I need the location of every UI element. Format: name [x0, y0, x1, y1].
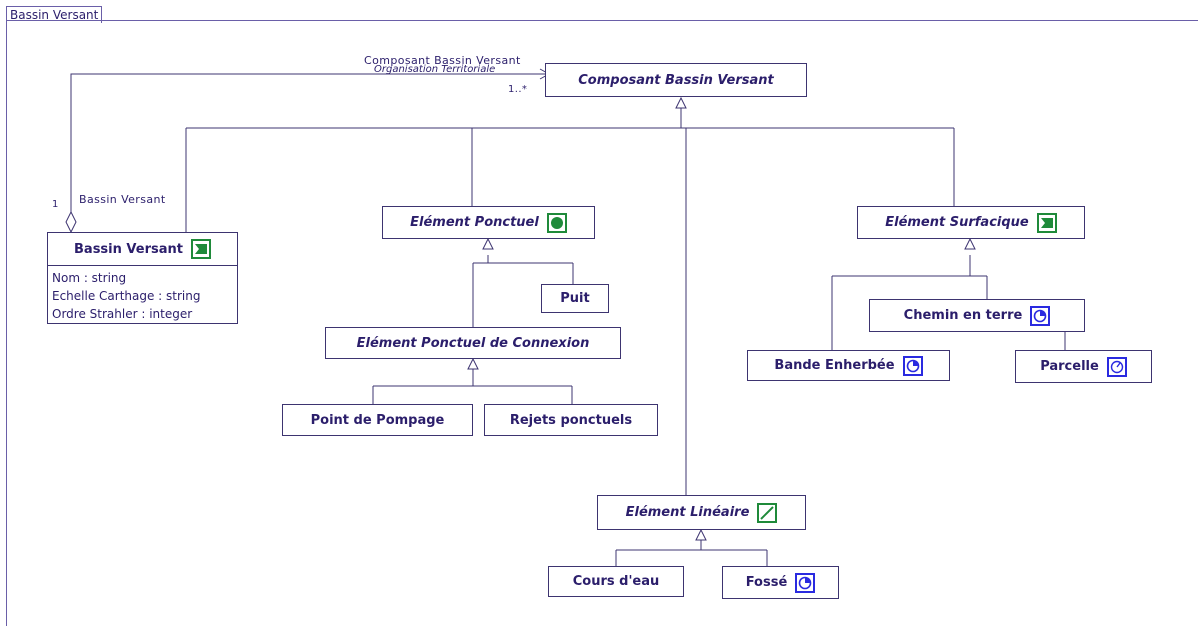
class-name: Fossé [745, 575, 788, 590]
attribute: Ordre Strahler : integer [52, 307, 193, 321]
generalization-arrow [467, 357, 479, 370]
attribute-list: Nom : string Echelle Carthage : string O… [48, 265, 237, 326]
class-name: Point de Pompage [310, 412, 445, 428]
association-role-source: Bassin Versant [79, 193, 166, 206]
class-fosse[interactable]: Fossé [722, 566, 839, 599]
class-element-ponctuel-de-connexion[interactable]: Elément Ponctuel de Connexion [325, 327, 621, 359]
class-name: Elément Ponctuel de Connexion [356, 335, 590, 351]
generalization-arrow [675, 96, 687, 109]
class-name: Rejets ponctuels [509, 412, 633, 428]
aggregation-diamond [65, 210, 77, 234]
class-name: Parcelle [1040, 359, 1099, 374]
class-name: Elément Surfacique [885, 215, 1029, 230]
class-parcelle[interactable]: Parcelle [1015, 350, 1152, 383]
class-cours-d-eau[interactable]: Cours d'eau [548, 566, 684, 597]
generalization-arrow [964, 237, 976, 250]
clock-icon [1106, 356, 1127, 377]
polygon-icon [190, 239, 211, 259]
diagram-frame [6, 20, 1198, 626]
line-icon [757, 502, 778, 523]
class-name: Composant Bassin Versant [578, 72, 774, 88]
class-name: Cours d'eau [572, 574, 660, 589]
attribute: Echelle Carthage : string [52, 289, 201, 303]
class-rejets-ponctuels[interactable]: Rejets ponctuels [484, 404, 658, 436]
class-element-lineaire[interactable]: Elément Linéaire [597, 495, 806, 530]
class-element-ponctuel[interactable]: Elément Ponctuel [382, 206, 595, 239]
association-name: Organisation Territoriale [374, 64, 496, 75]
polygon-icon [1036, 212, 1057, 233]
association-line [70, 73, 548, 216]
clock-icon [1030, 305, 1051, 326]
association-role-target: Composant Bassin Versant [364, 54, 521, 67]
class-name: Chemin en terre [903, 308, 1023, 323]
class-puit[interactable]: Puit [541, 284, 609, 313]
class-point-de-pompage[interactable]: Point de Pompage [282, 404, 473, 436]
class-name: Elément Linéaire [625, 505, 750, 520]
association-multiplicity-target: 1..* [508, 84, 528, 95]
class-name: Puit [560, 291, 590, 306]
class-bande-enherbee[interactable]: Bande Enherbée [747, 350, 950, 381]
clock-icon [795, 572, 816, 593]
class-name: Bassin Versant [74, 241, 183, 257]
class-element-surfacique[interactable]: Elément Surfacique [857, 206, 1085, 239]
class-composant-bassin-versant[interactable]: Composant Bassin Versant [545, 63, 807, 97]
frame-title: Bassin Versant [6, 6, 103, 23]
generalization-arrow [482, 237, 494, 250]
attribute: Nom : string [52, 271, 127, 285]
association-multiplicity-source: 1 [52, 199, 59, 210]
generalization-arrow [695, 528, 707, 541]
class-name: Elément Ponctuel [410, 215, 539, 230]
class-chemin-en-terre[interactable]: Chemin en terre [869, 299, 1085, 332]
class-bassin-versant[interactable]: Bassin Versant Nom : string Echelle Cart… [47, 232, 238, 324]
clock-icon [902, 355, 923, 376]
point-icon [546, 212, 567, 233]
class-name: Bande Enherbée [774, 358, 895, 373]
